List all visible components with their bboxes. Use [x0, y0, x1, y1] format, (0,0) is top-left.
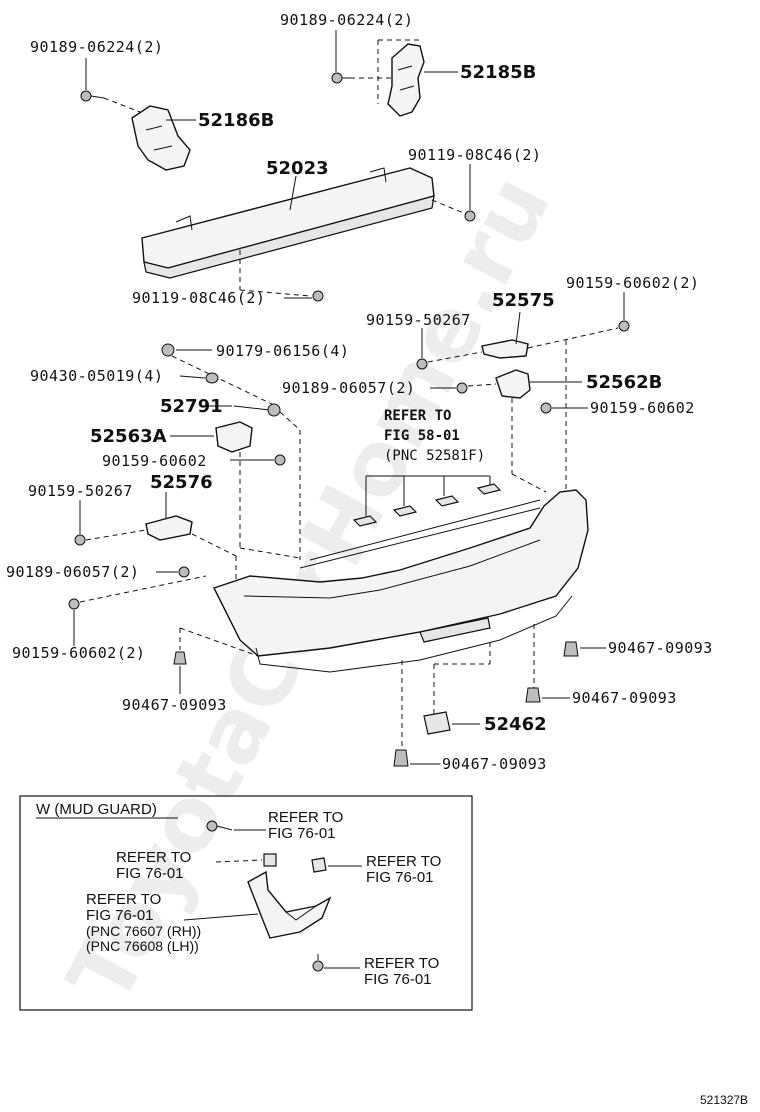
label-90119-08c46-bottom: 90119-08C46(2)	[132, 289, 265, 307]
label-52575: 52575	[492, 290, 555, 311]
mg-ref4-line1: REFER TO	[86, 891, 161, 908]
retainer-52575	[481, 339, 529, 359]
refer-fig58-line3: (PNC 52581F)	[384, 448, 485, 464]
mg-ref2-line2: FIG 76-01	[116, 865, 184, 882]
mud-guard-part	[247, 870, 332, 939]
refer-fig58-line1: REFER TO	[384, 408, 451, 424]
mud-guard-box	[19, 795, 473, 1011]
label-52791: 52791	[160, 396, 223, 417]
mudguard-nut	[263, 853, 277, 867]
clips-52581f	[352, 483, 502, 527]
bolt-90189-06224-top	[331, 72, 352, 84]
label-90159-60602-2-bottom: 90159-60602(2)	[12, 644, 145, 662]
mudguard-clip	[311, 857, 327, 873]
label-90179-06156: 90179-06156(4)	[216, 342, 349, 360]
washer-90430-05019	[205, 372, 219, 384]
mg-ref4-line2: FIG 76-01	[86, 907, 154, 924]
label-90159-50267-top: 90159-50267	[366, 311, 471, 329]
bolt-90189-06224-left	[80, 90, 105, 102]
diagram-code: 521327B	[700, 1093, 748, 1107]
bracket-52562b	[495, 369, 531, 399]
label-90467-09093-bottom: 90467-09093	[442, 755, 547, 773]
rear-bumper-cover	[213, 489, 589, 673]
label-52576: 52576	[150, 472, 213, 493]
label-90189-06224-top: 90189-06224(2)	[280, 11, 413, 29]
bolt-90119-08c46-right	[464, 210, 476, 222]
mg-ref4-line3: (PNC 76607 (RH))	[86, 923, 201, 939]
bracket-52185b	[350, 39, 425, 117]
label-90189-06224-left: 90189-06224(2)	[30, 38, 163, 56]
label-90467-09093-r1: 90467-09093	[608, 639, 713, 657]
label-52562b: 52562B	[586, 372, 662, 393]
label-90119-08c46-right: 90119-08C46(2)	[408, 146, 541, 164]
label-52023: 52023	[266, 158, 329, 179]
mg-ref2-line1: REFER TO	[116, 849, 191, 866]
bracket-52186b	[131, 105, 191, 171]
reinforcement-52023	[141, 167, 435, 297]
stud-52791	[233, 403, 281, 417]
mg-ref4-line4: (PNC 76608 (LH))	[86, 938, 199, 954]
mg-ref5-line2: FIG 76-01	[364, 971, 432, 988]
bolt-90159-50267-top	[416, 358, 428, 370]
label-52563a: 52563A	[90, 426, 167, 447]
label-90159-60602-left: 90159-60602	[102, 452, 207, 470]
pad-52462	[423, 711, 451, 735]
mg-ref5-line1: REFER TO	[364, 955, 439, 972]
clip-90467-r1	[563, 641, 579, 657]
bolt-90159-60602-left	[274, 454, 286, 466]
label-90430-05019: 90430-05019(4)	[30, 367, 163, 385]
label-90159-60602-right: 90159-60602	[590, 399, 695, 417]
refer-fig58-line2: FIG 58-01	[384, 428, 460, 444]
label-90159-60602-2-top: 90159-60602(2)	[566, 274, 699, 292]
label-52462: 52462	[484, 714, 547, 735]
clip-90467-left	[173, 651, 187, 665]
mg-ref1-line2: FIG 76-01	[268, 825, 336, 842]
mudguard-screw-top	[206, 820, 233, 832]
nut-90179-06156	[161, 343, 175, 357]
bolt-90159-50267-left	[74, 534, 86, 546]
label-52186b: 52186B	[198, 110, 274, 131]
mg-ref3-line1: REFER TO	[366, 853, 441, 870]
label-52185b: 52185B	[460, 62, 536, 83]
label-90189-06057-left: 90189-06057(2)	[6, 563, 139, 581]
clip-90467-r2	[525, 687, 541, 703]
bolt-90159-60602-2-top	[618, 320, 630, 332]
mudguard-screw-bottom	[312, 954, 324, 972]
bolt-90159-60602-2-bottom	[68, 598, 80, 610]
mg-ref1-line1: REFER TO	[268, 809, 343, 826]
bolt-90189-06057-mid	[456, 382, 468, 394]
bolt-90159-60602-right	[540, 402, 552, 414]
label-90467-09093-left: 90467-09093	[122, 696, 227, 714]
label-90467-09093-r2: 90467-09093	[572, 689, 677, 707]
mg-ref3-line2: FIG 76-01	[366, 869, 434, 886]
retainer-52576	[145, 515, 193, 541]
bolt-90119-08c46-bottom	[312, 290, 324, 302]
bolt-90189-06057-left	[178, 566, 190, 578]
mud-guard-title: W (MUD GUARD)	[36, 801, 157, 818]
label-90189-06057-mid: 90189-06057(2)	[282, 379, 415, 397]
bracket-52563a	[215, 421, 253, 453]
label-90159-50267-left: 90159-50267	[28, 482, 133, 500]
clip-90467-bottom	[393, 749, 409, 767]
